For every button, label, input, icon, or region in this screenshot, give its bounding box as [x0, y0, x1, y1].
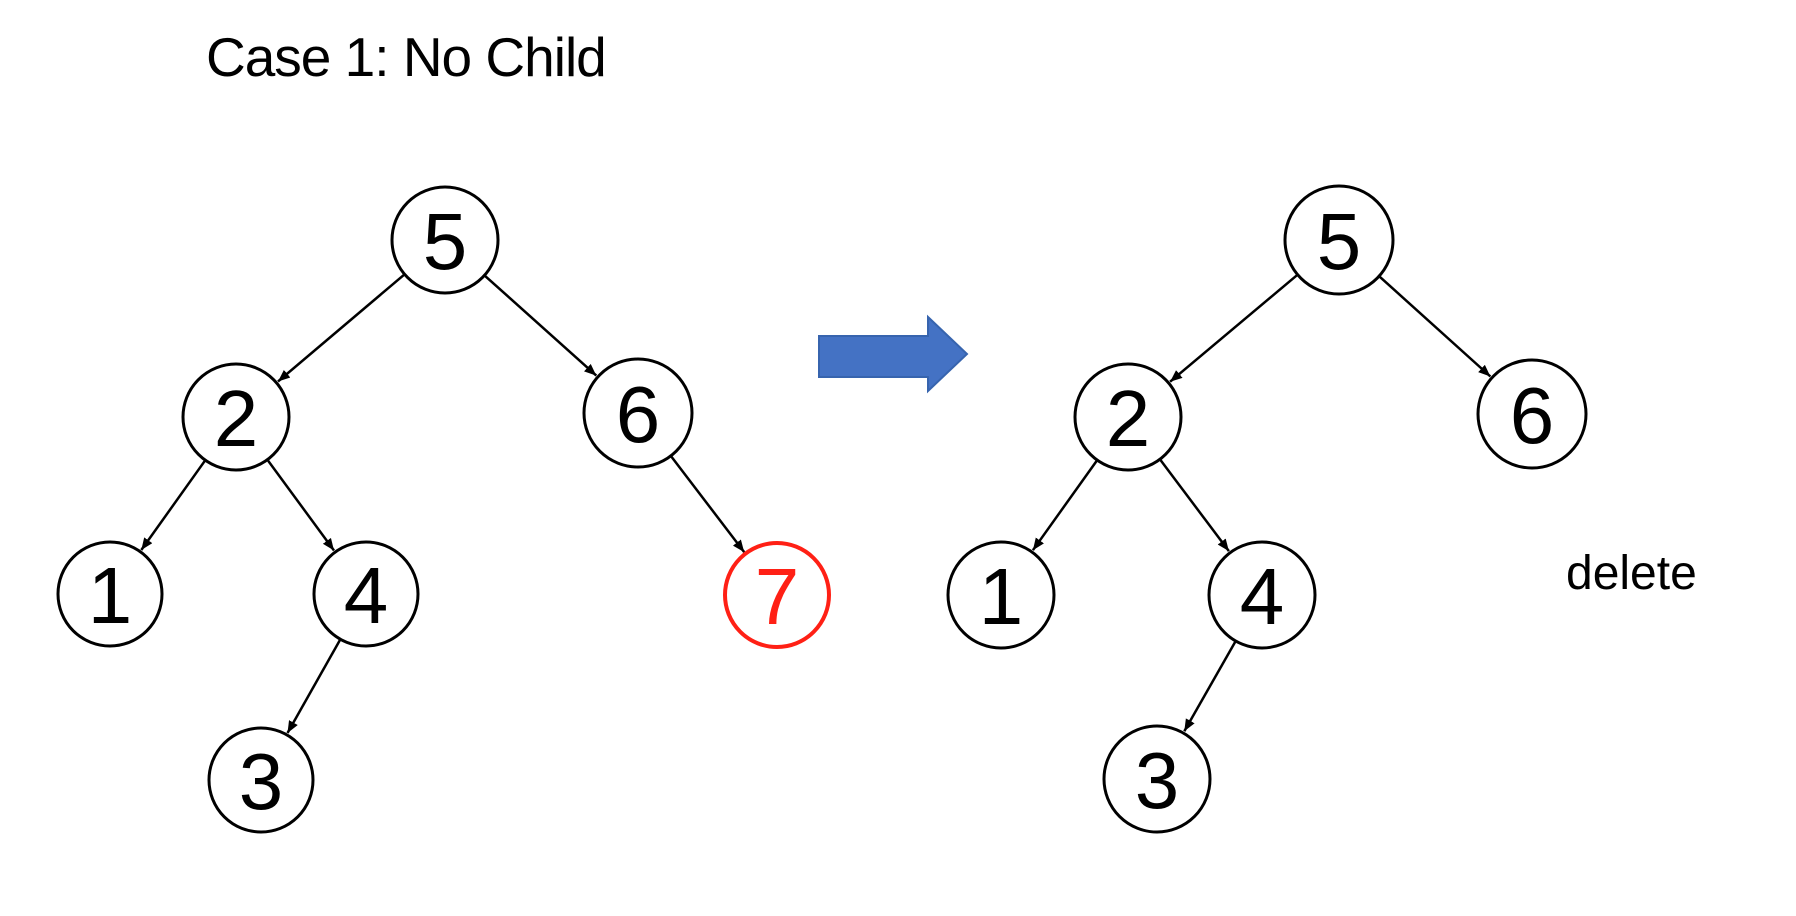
node-value: 5: [1317, 197, 1362, 286]
tree-edge-2-4: [266, 458, 336, 552]
node-value: 6: [1510, 371, 1555, 460]
tree-node-3: [207, 726, 315, 834]
node-value: 5: [423, 197, 468, 286]
tree-edge-6-7: [669, 455, 746, 553]
tree-node-1: [946, 540, 1056, 650]
node-value: 4: [344, 551, 389, 640]
page-title: Case 1: No Child: [206, 26, 607, 88]
node-value: 6: [616, 370, 661, 459]
node-value: 3: [239, 737, 284, 826]
tree-node-3: [1102, 724, 1212, 834]
tree-edge-4-3: [286, 638, 342, 734]
tree-node-7-highlighted: [723, 541, 831, 649]
node-value: 1: [88, 551, 133, 640]
tree-after: 5 2 6 1 4 3: [946, 184, 1588, 834]
tree-node-6: [582, 357, 694, 469]
tree-edge-4-3: [1183, 640, 1237, 732]
tree-edge-2-4: [1158, 458, 1230, 552]
tree-node-2: [181, 362, 291, 472]
tree-node-4: [1207, 540, 1317, 650]
tree-node-1: [56, 540, 164, 648]
tree-edge-5-2: [277, 273, 406, 383]
transform-arrow-icon: [818, 314, 969, 394]
node-value: 7: [755, 552, 800, 641]
node-value: 2: [1106, 374, 1151, 463]
tree-node-2: [1073, 362, 1183, 472]
node-value: 3: [1135, 736, 1180, 825]
tree-node-5: [390, 185, 500, 295]
delete-label: delete: [1566, 547, 1697, 600]
node-value: 4: [1240, 552, 1285, 641]
tree-edge-5-2: [1169, 273, 1299, 383]
node-value: 1: [979, 552, 1024, 641]
tree-edge-5-6: [1378, 275, 1492, 378]
tree-node-5: [1283, 184, 1395, 296]
node-value: 2: [214, 374, 259, 463]
tree-edge-2-1: [1031, 459, 1099, 551]
tree-edge-5-6: [483, 274, 598, 377]
tree-before: 5 2 6 1 4 3 7: [56, 185, 831, 834]
tree-node-6: [1476, 358, 1588, 470]
tree-node-4: [312, 540, 420, 648]
tree-edge-2-1: [140, 459, 207, 551]
